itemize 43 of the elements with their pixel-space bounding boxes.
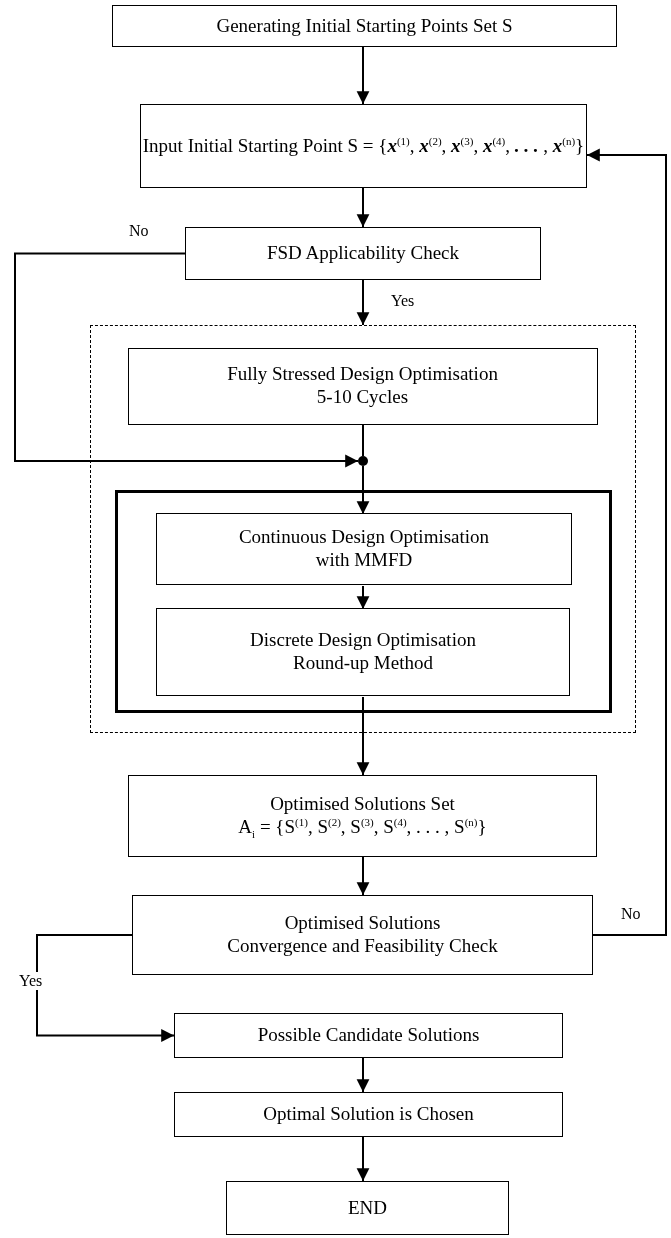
- process-box: [132, 895, 593, 975]
- box-label: with MMFD: [315, 549, 413, 572]
- process-box: [185, 227, 541, 280]
- box-label: 5-10 Cycles: [316, 386, 409, 409]
- box-label: Convergence and Feasibility Check: [227, 935, 498, 958]
- process-box: [140, 104, 587, 188]
- arrow: [36, 934, 175, 1042]
- arrow: [356, 856, 370, 896]
- edge-label: Yes: [18, 972, 44, 990]
- process-box: [112, 5, 617, 47]
- box-label: Round-up Method: [293, 652, 433, 675]
- arrow: [14, 252, 359, 468]
- process-box: [174, 1092, 563, 1137]
- group-frame: [90, 325, 636, 733]
- box-label: FSD Applicability Check: [266, 242, 460, 265]
- process-box: [127, 347, 598, 425]
- process-box: [128, 775, 597, 857]
- arrow: [356, 187, 370, 228]
- box-label: Possible Candidate Solutions: [257, 1024, 480, 1047]
- arrow: [586, 148, 667, 936]
- arrow: [356, 585, 370, 610]
- box-label: END: [347, 1196, 388, 1220]
- box-label: A$_{i}$ = {S$^{(1)}$, S$^{(2)}$, S$^{(3)}$, S$^{(4)}$, . . . , S$^{(n)}$}: [238, 816, 487, 839]
- arrow: [356, 1057, 370, 1093]
- arrow: [356, 1136, 370, 1182]
- box-label: Optimised Solutions Set: [270, 793, 455, 816]
- box-label: Continuous Design Optimisation: [238, 526, 490, 549]
- box-label: Optimal Solution is Chosen: [263, 1103, 474, 1126]
- process-box: [226, 1181, 509, 1235]
- arrow: [356, 46, 370, 105]
- arrow: [356, 279, 370, 326]
- box-label: Generating Initial Starting Points Set S: [216, 14, 513, 38]
- process-box: [156, 608, 570, 696]
- junction-dot: [357, 455, 368, 466]
- box-label: Input Initial Starting Point S = {x$^{(1)}$, x$^{(2)}$, x$^{(3)}$, x$^{(4)}$, . . . , x$^{(n)}$}: [142, 134, 585, 158]
- process-box: [156, 513, 572, 585]
- arrow: [356, 696, 370, 776]
- box-label: Discrete Design Optimisation: [250, 629, 476, 652]
- box-label: Optimised Solutions: [284, 912, 441, 935]
- box-label: Fully Stressed Design Optimisation: [227, 363, 498, 386]
- group-frame: [114, 489, 612, 713]
- arrow: [356, 465, 370, 515]
- process-box: [174, 1013, 563, 1058]
